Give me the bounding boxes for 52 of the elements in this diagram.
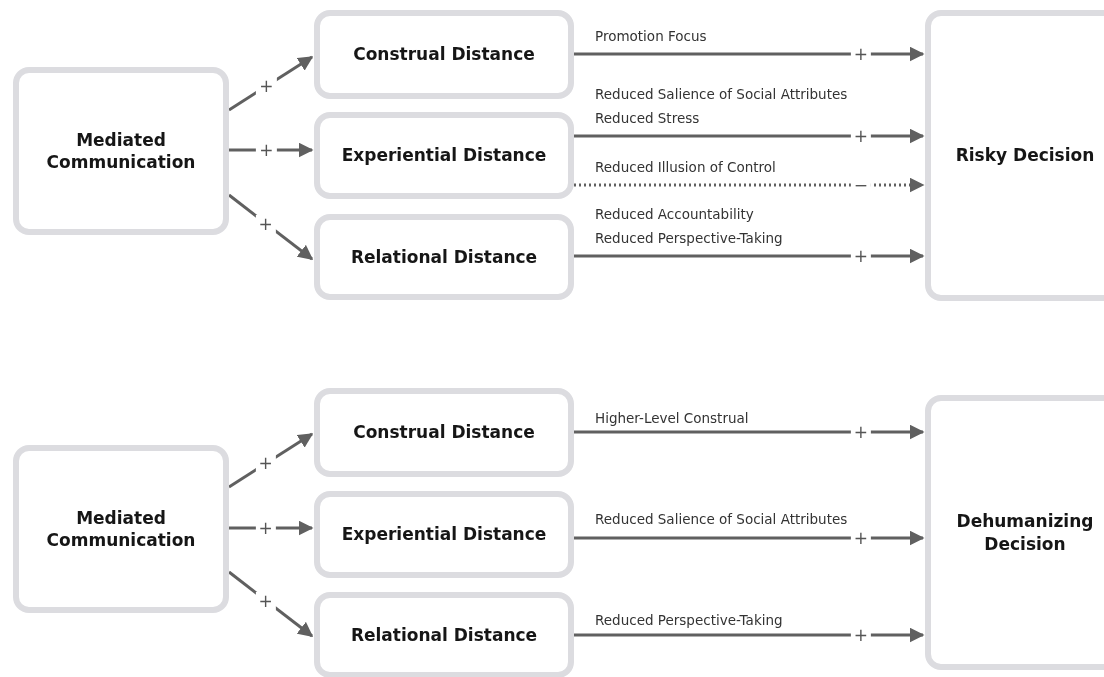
edge-label: + [850, 45, 871, 63]
node-label: Construal Distance [353, 43, 535, 66]
edge-label: + [850, 626, 871, 644]
rounded-box [13, 67, 229, 235]
arrow [574, 424, 925, 440]
arrow [574, 177, 925, 193]
arrow [574, 627, 925, 643]
rounded-box [925, 395, 1104, 670]
arrow [574, 46, 925, 62]
edge-label: + [850, 423, 871, 441]
arrow [574, 248, 925, 264]
node-label: Risky Decision [955, 144, 1095, 167]
node-label: Experiential Distance [341, 144, 547, 167]
edge-label: + [850, 529, 871, 547]
rounded-box [314, 491, 574, 578]
node-label: Relational Distance [350, 623, 538, 647]
node-label: Experiential Distance [341, 523, 547, 546]
edge-label: + [255, 215, 276, 234]
edge-label: + [256, 76, 277, 95]
mediator-label: Reduced Stress [595, 110, 700, 126]
node-label: Relational Distance [350, 245, 538, 269]
edge-label: + [850, 247, 871, 265]
mediator-label: Higher-Level Construal [595, 410, 749, 426]
node-label: Mediated Communication [45, 128, 197, 174]
edge-label: + [255, 519, 276, 537]
arrow [228, 193, 314, 261]
node-label: Construal Distance [353, 421, 535, 444]
arrow [574, 530, 925, 546]
arrow [228, 432, 314, 489]
node-label: Dehumanizing Decision [955, 510, 1095, 555]
node-label: Mediated Communication [45, 506, 197, 552]
rounded-box [314, 388, 574, 477]
rounded-box [314, 10, 574, 99]
mediator-label: Promotion Focus [595, 28, 707, 44]
mediator-label: Reduced Salience of Social Attributes [595, 511, 848, 527]
mediator-label: Reduced Salience of Social Attributes [595, 86, 848, 102]
mediator-label: Reduced Perspective-Taking [595, 612, 783, 628]
arrow [574, 128, 925, 144]
arrow [228, 55, 314, 112]
rounded-box [13, 445, 229, 613]
mediator-label: Reduced Perspective-Taking [595, 230, 783, 246]
arrow [228, 570, 314, 638]
edge-label: + [255, 453, 276, 472]
rounded-box [314, 112, 574, 199]
rounded-box [314, 214, 574, 300]
edge-label: + [255, 592, 276, 611]
edge-label: + [850, 127, 871, 145]
mediator-label: Reduced Accountability [595, 206, 754, 222]
rounded-box [314, 592, 574, 677]
rounded-box [925, 10, 1104, 301]
mediator-label: Reduced Illusion of Control [595, 159, 776, 175]
edge-label: + [256, 141, 277, 159]
